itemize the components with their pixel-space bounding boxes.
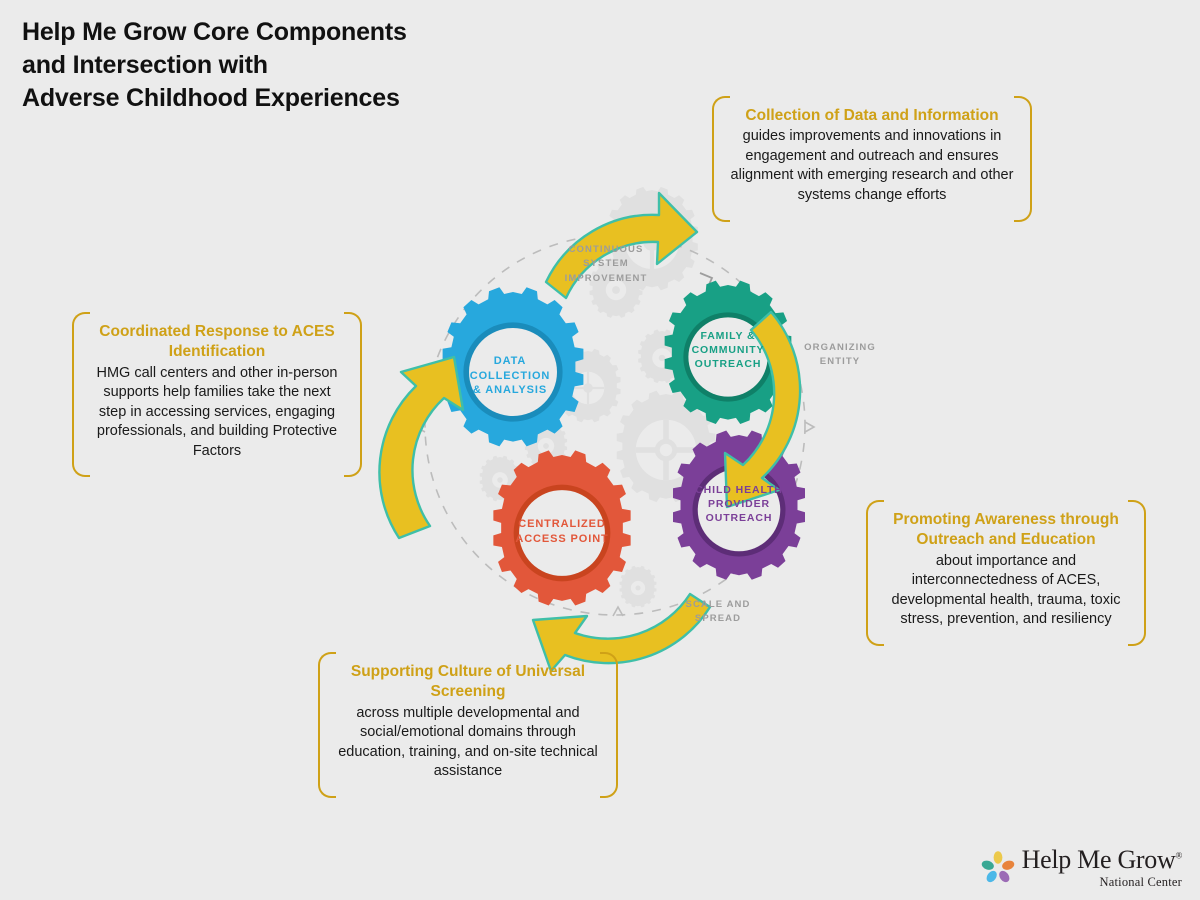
ring-label-line: ENTITY [819, 356, 861, 368]
bracket-right-icon [1128, 500, 1146, 646]
ring-label-organizing-entity: ORGANIZING ENTITY [790, 341, 890, 370]
arrow-top [544, 191, 699, 300]
callout-body: across multiple developmental and social… [338, 704, 598, 780]
page-title: Help Me Grow Core Components and Interse… [22, 16, 642, 115]
bracket-right-icon [1014, 96, 1032, 222]
page-title-line-3: Adverse Childhood Experiences [22, 84, 400, 112]
page-title-line-2: and Intersection with [22, 51, 268, 79]
callout-coordinated-response: Coordinated Response to ACES Identificat… [72, 312, 362, 478]
callout-collection-of-data: Collection of Data and Information guide… [712, 96, 1032, 222]
logo-name-text: Help Me Grow [1021, 844, 1176, 874]
help-me-grow-logo: Help Me Grow® National Center [981, 844, 1182, 889]
orbit-chevron-bottom [612, 605, 624, 617]
arrow-right [723, 310, 802, 509]
orbit-dashed-circle [424, 234, 806, 616]
page-title-line-1: Help Me Grow Core Components [22, 18, 407, 46]
ring-label-line: SYSTEM [583, 258, 629, 270]
ring-label-line: ORGANIZING [804, 342, 876, 353]
callout-promoting-awareness: Promoting Awareness through Outreach and… [866, 500, 1146, 646]
logo-subtitle: National Center [1099, 874, 1182, 889]
ring-label-line: IMPROVEMENT [564, 272, 648, 284]
ring-label-line: CONTINUOUS [568, 244, 644, 255]
bracket-right-icon [344, 312, 362, 478]
ring-label-line: SCALE AND [685, 599, 751, 610]
callout-body: about importance and interconnectedness … [891, 552, 1121, 628]
arrow-left [378, 355, 465, 540]
callout-heading: Supporting Culture of Universal Screenin… [350, 663, 586, 701]
orbit-chevron-right [804, 421, 816, 433]
gear-family-community [664, 280, 792, 424]
callout-heading: Coordinated Response to ACES Identificat… [99, 323, 335, 361]
callout-heading: Promoting Awareness through Outreach and… [893, 511, 1119, 549]
gear-data-collection [442, 287, 584, 447]
gear-diagram [370, 160, 870, 680]
ring-label-continuous-system-improvement: CONTINUOUS SYSTEM IMPROVEMENT [545, 243, 667, 286]
flower-petals-icon [981, 851, 1014, 883]
logo-trademark: ® [1175, 849, 1182, 860]
callout-supporting-culture: Supporting Culture of Universal Screenin… [318, 652, 618, 798]
ring-label-scale-and-spread: SCALE AND SPREAD [668, 598, 768, 627]
callout-body: HMG call centers and other in-person sup… [96, 364, 338, 459]
callout-heading: Collection of Data and Information [745, 107, 999, 124]
callout-body: guides improvements and innovations in e… [730, 128, 1014, 203]
bracket-right-icon [600, 652, 618, 798]
ring-label-line: SPREAD [694, 613, 742, 625]
gear-centralized-access [493, 450, 631, 606]
arrow-bottom [531, 592, 712, 673]
